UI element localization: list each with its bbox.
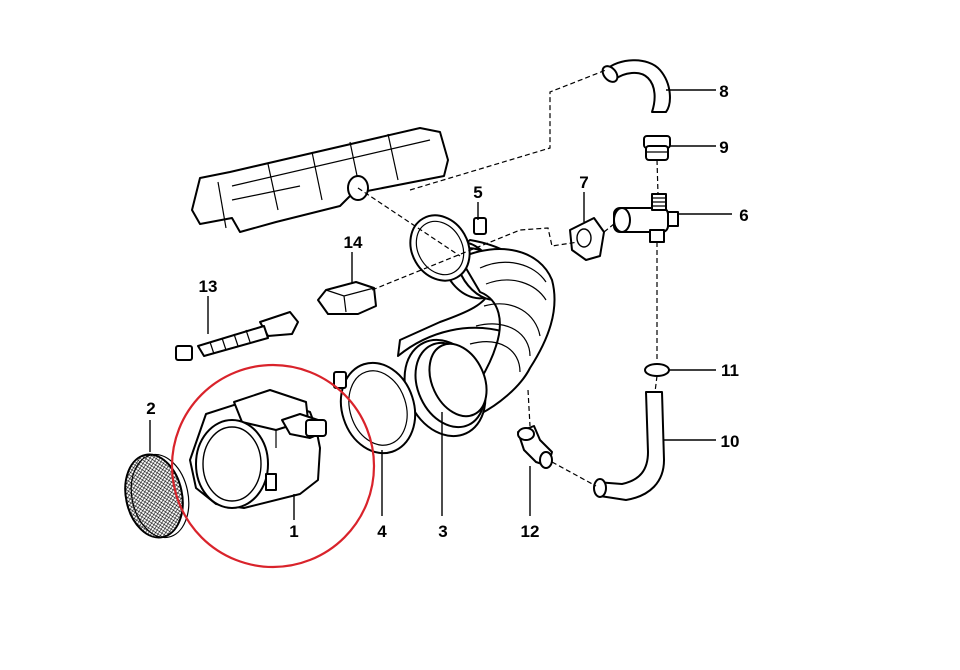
callout-14: 14	[344, 233, 363, 252]
hose-10	[593, 391, 665, 501]
leader-lines	[149, 89, 732, 520]
intake-manifold	[191, 127, 449, 233]
highlight-circle	[170, 363, 376, 569]
idle-valve-6	[613, 193, 679, 243]
callout-5: 5	[473, 183, 482, 202]
callout-13: 13	[199, 277, 218, 296]
hose-clamp-11	[644, 363, 670, 377]
callout-11: 11	[721, 361, 739, 380]
callout-2: 2	[146, 399, 155, 418]
callout-7: 7	[579, 173, 588, 192]
callout-3: 3	[438, 522, 447, 541]
filter-screen	[124, 453, 190, 539]
hose-clamp-4	[333, 361, 417, 455]
callout-10: 10	[721, 432, 740, 451]
air-mass-meter	[189, 389, 327, 509]
assembly-lines	[357, 69, 659, 487]
callout-labels: 1 2 3 4 5 6 7 8 9 10 11 12 13 14	[146, 82, 748, 541]
intake-bellows	[397, 239, 556, 438]
callout-1: 1	[289, 522, 298, 541]
callout-12: 12	[521, 522, 540, 541]
callout-8: 8	[719, 82, 728, 101]
grommet-9	[643, 135, 671, 161]
hose-8	[601, 59, 671, 113]
callout-4: 4	[377, 522, 387, 541]
seal-ring-7	[569, 217, 605, 261]
plug-screw-13	[175, 311, 299, 361]
sensor-14	[317, 281, 377, 315]
elbow-connector-12	[517, 425, 553, 469]
callout-6: 6	[739, 206, 748, 225]
callout-9: 9	[719, 138, 728, 157]
